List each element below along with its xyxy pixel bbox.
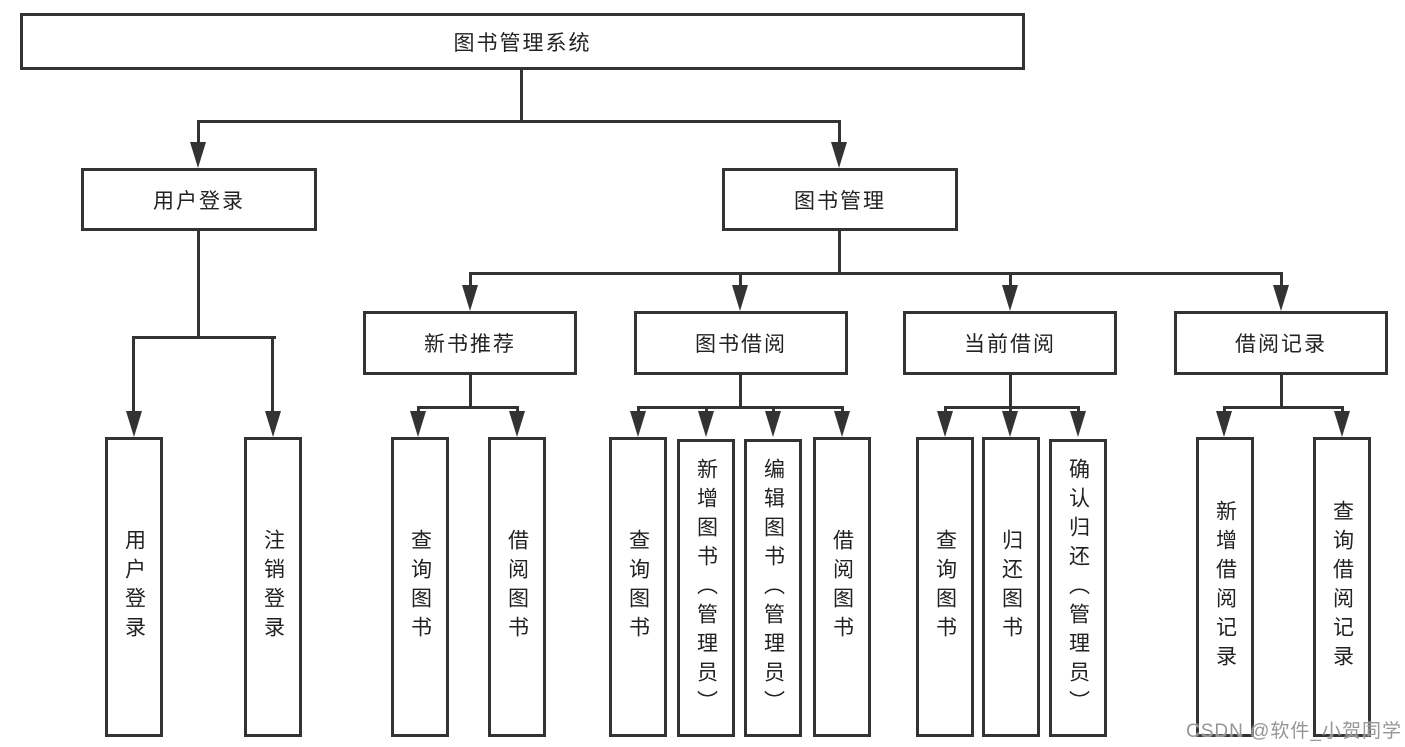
arrowhead-c2 (698, 411, 714, 437)
connector-stem-records (1280, 375, 1283, 406)
leaf-confirm-return-admin: 确认归还（管理员） (1049, 439, 1107, 737)
leaf-add-borrow-record: 新增借阅记录 (1196, 437, 1254, 737)
connector-shaft-e2 (1341, 406, 1344, 414)
arrowhead-c4 (834, 411, 850, 437)
connector-shaft-user-login (197, 120, 200, 144)
connector-shaft-d1 (944, 406, 947, 414)
connector-stem-current (1009, 375, 1012, 406)
connector-shaft-b1 (417, 406, 420, 414)
connector-shaft-d2 (1009, 406, 1012, 414)
connector-shaft-records (1280, 272, 1283, 288)
arrowhead-records (1273, 285, 1289, 311)
connector-shaft-d3 (1077, 406, 1080, 414)
connector-shaft-c2 (705, 406, 708, 414)
connector-stem-recommend (469, 375, 472, 406)
connector-bar-level2 (198, 120, 841, 123)
connector-shaft-borrow (739, 272, 742, 288)
connector-shaft-login (132, 336, 135, 412)
leaf-return-book: 归还图书 (982, 437, 1040, 737)
arrowhead-c3 (765, 411, 781, 437)
node-root: 图书管理系统 (20, 13, 1025, 70)
node-user-login: 用户登录 (81, 168, 317, 231)
connector-shaft-current (1009, 272, 1012, 288)
leaf-add-book-admin: 新增图书（管理员） (677, 439, 735, 737)
node-new-book-recommend: 新书推荐 (363, 311, 577, 375)
connector-bar-recommend (418, 406, 519, 409)
arrowhead-borrow (732, 285, 748, 311)
arrowhead-logout (265, 411, 281, 437)
node-current-borrow: 当前借阅 (903, 311, 1117, 375)
arrowhead-user-login (190, 142, 206, 168)
leaf-borrow-book: 借阅图书 (813, 437, 871, 737)
connector-shaft-c1 (637, 406, 640, 414)
connector-bar-user-login (134, 336, 276, 339)
watermark: CSDN @软件_小贺同学 (1186, 721, 1402, 742)
arrowhead-current (1002, 285, 1018, 311)
connector-bar-level3 (470, 272, 1283, 275)
connector-bar-records (1224, 406, 1343, 409)
node-borrow-records: 借阅记录 (1174, 311, 1388, 375)
connector-bar-borrow (638, 406, 844, 409)
arrowhead-b1 (410, 411, 426, 437)
leaf-edit-book-admin: 编辑图书（管理员） (744, 439, 802, 737)
connector-stem-user-login (197, 231, 200, 336)
node-book-management: 图书管理 (722, 168, 958, 231)
arrowhead-c1 (630, 411, 646, 437)
leaf-recommend-query-book: 查询图书 (391, 437, 449, 737)
arrowhead-e2 (1334, 411, 1350, 437)
connector-stem-borrow (739, 375, 742, 406)
connector-shaft-recommend (469, 272, 472, 288)
connector-stem-book-mgmt (838, 231, 841, 272)
leaf-logout: 注销登录 (244, 437, 302, 737)
arrowhead-b2 (509, 411, 525, 437)
arrowhead-e1 (1216, 411, 1232, 437)
connector-shaft-logout (271, 336, 274, 412)
arrowhead-recommend (462, 285, 478, 311)
connector-shaft-book-mgmt (838, 120, 841, 144)
leaf-borrow-query-book: 查询图书 (609, 437, 667, 737)
connector-shaft-b2 (516, 406, 519, 414)
leaf-user-login: 用户登录 (105, 437, 163, 737)
connector-shaft-c3 (772, 406, 775, 414)
connector-shaft-e1 (1223, 406, 1226, 414)
arrowhead-d1 (937, 411, 953, 437)
node-book-borrow: 图书借阅 (634, 311, 848, 375)
connector-bar-current (945, 406, 1080, 409)
connector-stem-root (520, 70, 523, 120)
arrowhead-d3 (1070, 411, 1086, 437)
arrowhead-book-mgmt (831, 142, 847, 168)
leaf-query-borrow-record: 查询借阅记录 (1313, 437, 1371, 737)
connector-shaft-c4 (841, 406, 844, 414)
leaf-recommend-borrow-book: 借阅图书 (488, 437, 546, 737)
leaf-current-query-book: 查询图书 (916, 437, 974, 737)
arrowhead-login (126, 411, 142, 437)
arrowhead-d2 (1002, 411, 1018, 437)
